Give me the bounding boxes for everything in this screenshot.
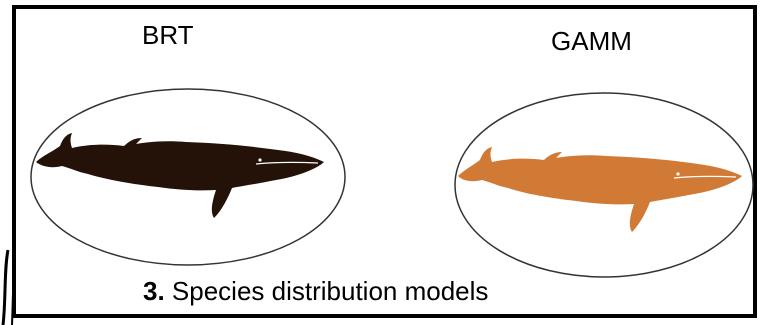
brt-ellipse — [28, 86, 348, 268]
caption-number: 3. — [143, 276, 165, 306]
caption-text: Species distribution models — [165, 276, 489, 306]
gamm-ellipse — [452, 90, 756, 280]
brt-label: BRT — [142, 22, 194, 48]
caption: 3. Species distribution models — [143, 278, 488, 304]
gamm-label: GAMM — [551, 28, 632, 54]
